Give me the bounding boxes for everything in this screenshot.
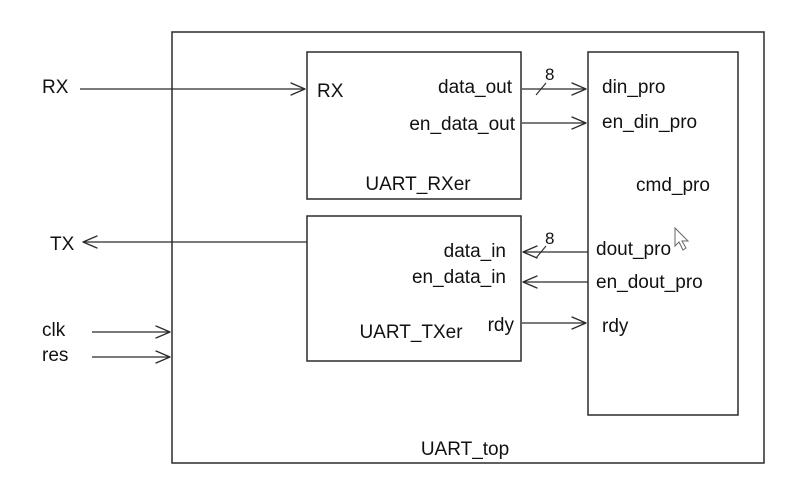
rxer-data-out-label: data_out [438, 77, 513, 98]
uart-txer-label: UART_TXer [359, 322, 463, 343]
cmd-en-din-pro-label: en_din_pro [602, 112, 697, 133]
wire-tx-out [82, 235, 307, 249]
rxer-en-data-out-label: en_data_out [409, 114, 515, 135]
bus-slash-tx [535, 245, 547, 259]
wire-dout-bus [522, 245, 588, 259]
mouse-pointer-icon [674, 226, 690, 251]
wire-res-in [92, 350, 171, 364]
uart-rxer-box [306, 51, 522, 200]
uart-top-box [171, 31, 765, 464]
txer-data-in-label: data_in [444, 241, 506, 262]
wire-en-data-out [522, 116, 587, 130]
wire-rx-in [80, 82, 306, 96]
bus-width-tx-label: 8 [545, 229, 554, 248]
bus-slash-rx [535, 82, 547, 96]
cmd-en-dout-pro-label: en_dout_pro [596, 272, 703, 293]
cmd-din-pro-label: din_pro [602, 77, 665, 98]
port-clk-label: clk [42, 320, 66, 341]
port-rx-label: RX [42, 77, 69, 98]
wire-en-dout [522, 275, 588, 289]
txer-en-data-in-label: en_data_in [412, 267, 506, 288]
cmd-dout-pro-label: dout_pro [596, 239, 671, 260]
port-tx-label: TX [50, 234, 75, 255]
port-res-label: res [42, 345, 68, 366]
cmd-pro-box [587, 51, 739, 416]
bus-width-rx-label: 8 [545, 65, 554, 84]
wire-data-out-bus [522, 82, 587, 96]
cmd-pro-label: cmd_pro [636, 175, 710, 196]
wire-clk-in [92, 325, 171, 339]
rxer-rx-port-label: RX [317, 81, 344, 102]
cmd-rdy-label: rdy [602, 316, 629, 337]
uart-top-label: UART_top [421, 439, 509, 460]
uart-rxer-label: UART_RXer [365, 174, 471, 195]
wire-rdy [522, 316, 587, 330]
uart-txer-box [306, 215, 522, 362]
txer-rdy-label: rdy [488, 315, 515, 336]
